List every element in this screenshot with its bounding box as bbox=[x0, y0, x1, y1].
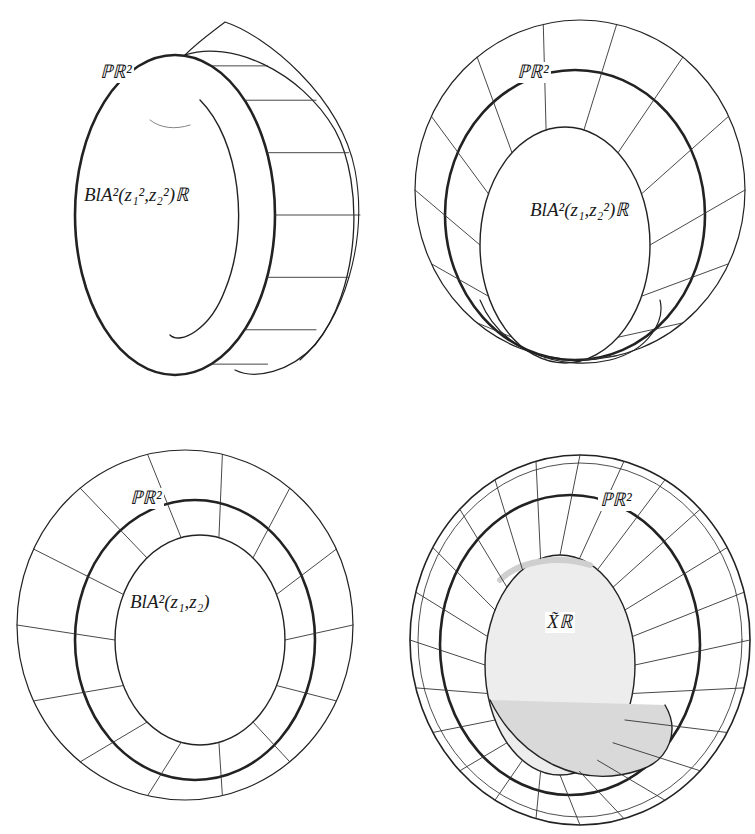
surface-label: BlA²(z₁,z₂) bbox=[128, 592, 212, 613]
grid-line bbox=[560, 455, 580, 555]
grid-line bbox=[410, 640, 485, 665]
grid-line bbox=[253, 722, 290, 762]
surface-label: BlA²(z₁²,z₂²)ℝ bbox=[82, 185, 191, 206]
grid-line bbox=[495, 480, 523, 570]
grid-line bbox=[613, 509, 700, 587]
grid-line bbox=[460, 509, 507, 587]
grid-line bbox=[625, 720, 727, 733]
grid-line bbox=[625, 548, 727, 611]
surface-3 bbox=[17, 450, 353, 800]
grid-line bbox=[598, 480, 666, 570]
grid-line bbox=[584, 24, 617, 130]
grid-line bbox=[584, 356, 617, 360]
space-label: ℙℝ² bbox=[98, 62, 134, 83]
surface-2 bbox=[415, 20, 745, 363]
surface-4 bbox=[410, 455, 750, 825]
grid-line bbox=[536, 461, 541, 558]
grid-line bbox=[415, 190, 480, 245]
grid-line bbox=[460, 743, 507, 771]
grid-line bbox=[579, 771, 624, 818]
grid-line bbox=[536, 771, 541, 818]
grid-line bbox=[433, 720, 495, 733]
grid-line bbox=[632, 688, 744, 694]
space-label: ℙℝ² bbox=[515, 62, 551, 83]
grid-line bbox=[431, 264, 488, 296]
grid-line bbox=[275, 215, 360, 216]
grid-line bbox=[416, 592, 488, 636]
grid-line bbox=[495, 760, 523, 800]
grid-line bbox=[148, 742, 181, 795]
grid-line bbox=[80, 722, 147, 762]
grid-line bbox=[618, 57, 683, 153]
grid-line bbox=[277, 549, 337, 594]
grid-line bbox=[219, 454, 222, 537]
grid-line bbox=[642, 264, 729, 296]
grid-line bbox=[219, 742, 222, 795]
surface-1 bbox=[75, 22, 359, 375]
grid-line bbox=[245, 329, 316, 330]
grid-line bbox=[433, 548, 495, 611]
grid-line bbox=[267, 277, 348, 278]
grid-line bbox=[267, 152, 348, 153]
space-label: ℙℝ² bbox=[598, 490, 634, 511]
grid-line bbox=[431, 116, 488, 194]
grid-line bbox=[34, 549, 124, 594]
grid-line bbox=[635, 640, 750, 665]
surface-label: X̃ℝ bbox=[545, 612, 575, 633]
grid-line bbox=[211, 364, 267, 365]
grid-line bbox=[650, 190, 745, 245]
grid-line bbox=[477, 57, 512, 153]
grid-line bbox=[598, 760, 666, 800]
space-label: ℙℝ² bbox=[128, 488, 164, 509]
surface-label: BlA²(z₁,z₂²)ℝ bbox=[528, 200, 631, 221]
grid-line bbox=[277, 686, 337, 701]
grid-line bbox=[543, 356, 546, 360]
grid-line bbox=[253, 488, 290, 558]
grid-line bbox=[17, 625, 115, 640]
grid-line bbox=[245, 100, 316, 101]
grid-line bbox=[618, 323, 683, 337]
grid-line bbox=[632, 592, 744, 636]
grid-line bbox=[642, 116, 729, 194]
grid-line bbox=[613, 743, 700, 771]
grid-line bbox=[416, 688, 488, 694]
grid-line bbox=[285, 625, 353, 640]
grid-line bbox=[34, 686, 124, 701]
grid-line bbox=[211, 65, 267, 66]
grid-line bbox=[477, 323, 512, 337]
grid-line bbox=[560, 775, 580, 825]
